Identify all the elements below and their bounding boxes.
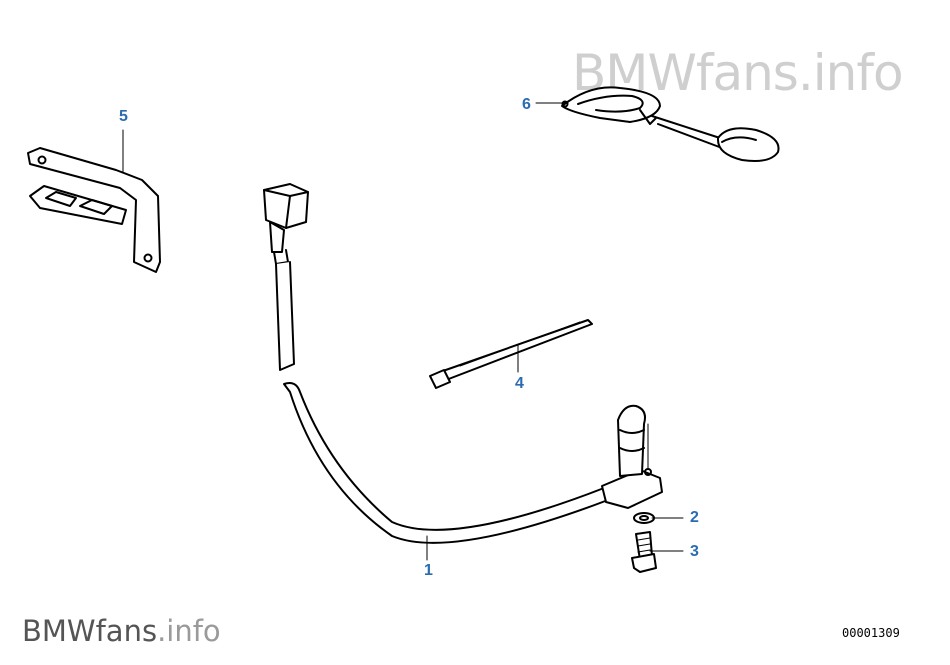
diagram-code: 00001309: [842, 626, 900, 640]
callout-2: 2: [690, 509, 699, 526]
callout-3: 3: [690, 543, 699, 560]
bolt-part-3: [631, 531, 657, 573]
callout-6: 6: [522, 96, 531, 113]
washer-part-2: [633, 512, 655, 524]
cable-tie-part-4: [429, 319, 593, 389]
leader-lines: [122, 102, 684, 561]
holder-part-6: [561, 86, 780, 162]
sensor-part-1: [263, 183, 663, 544]
callout-5: 5: [119, 108, 128, 125]
bracket-part-5: [27, 147, 161, 273]
callout-4: 4: [515, 375, 524, 392]
watermark-bottom: BMWfans.info: [22, 614, 221, 648]
callout-1: 1: [424, 562, 433, 579]
